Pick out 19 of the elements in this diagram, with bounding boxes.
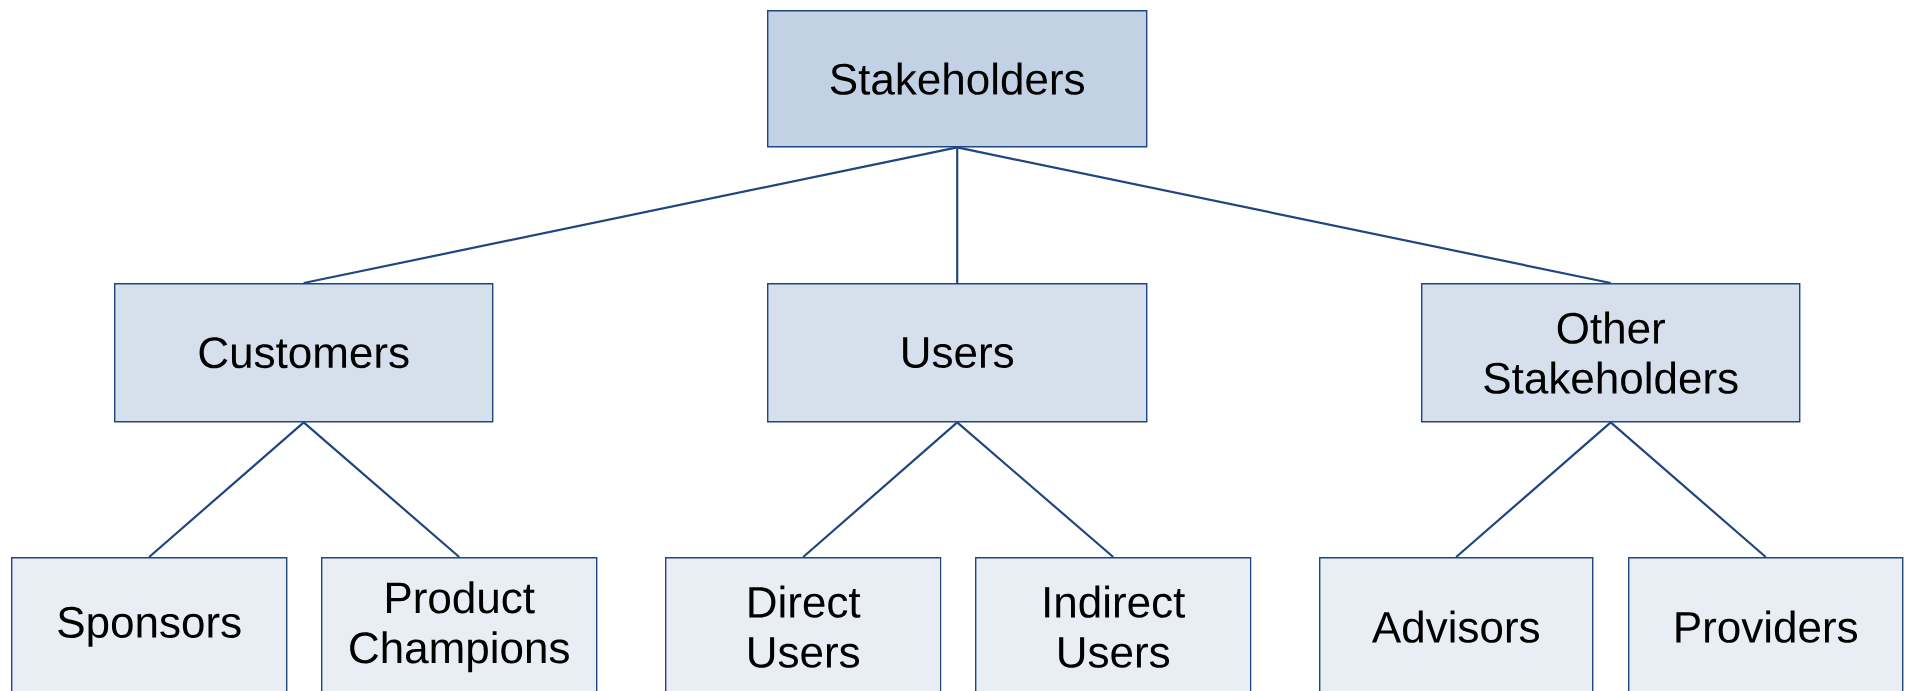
connector-line xyxy=(1455,421,1612,558)
connector-line xyxy=(148,421,305,558)
box: Direct Users xyxy=(665,557,942,691)
connector-line xyxy=(956,147,959,283)
connector-line xyxy=(1610,421,1767,558)
box: Users xyxy=(767,283,1148,423)
connector-line xyxy=(303,421,460,558)
connector-line xyxy=(802,421,958,558)
box: Sponsors xyxy=(11,557,288,691)
connector-line xyxy=(303,146,958,285)
box: Customers xyxy=(114,283,494,423)
box: Providers xyxy=(1628,557,1904,691)
box: Advisors xyxy=(1319,557,1594,691)
box: Product Champions xyxy=(321,557,598,691)
box: Other Stakeholders xyxy=(1421,283,1801,423)
box: Stakeholders xyxy=(767,10,1148,148)
connector-line xyxy=(957,146,1611,285)
connector-line xyxy=(956,421,1114,558)
box: Indirect Users xyxy=(975,557,1252,691)
